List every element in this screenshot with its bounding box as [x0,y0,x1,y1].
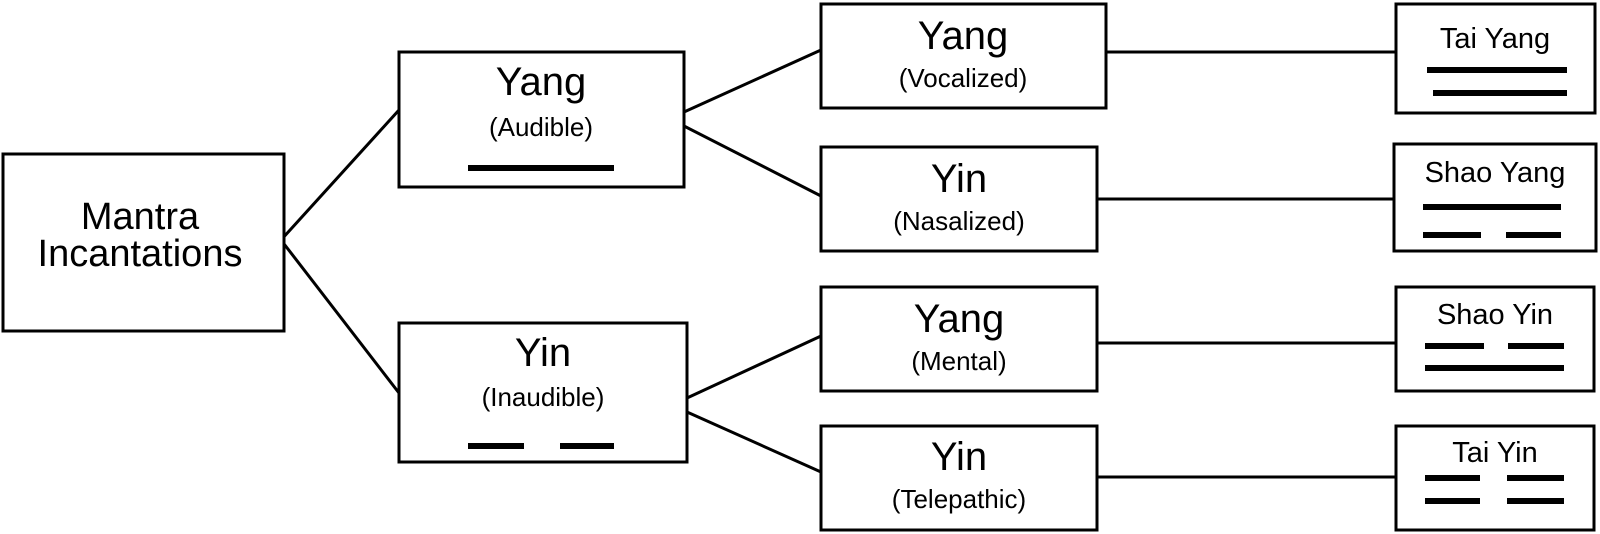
node-yang-vocalized: Yang (Vocalized) [819,2,1108,110]
leaf-tai-yang: Tai Yang [1394,2,1597,115]
connector-inaudible-to-mental [686,334,822,400]
leaf-tai-yin-label: Tai Yin [1452,437,1537,469]
node-yang-mental: Yang (Mental) [819,285,1099,393]
node-yang-audible-title: Yang [496,60,586,104]
connector-audible-to-vocalized [683,48,822,114]
connector-audible-to-nasalized [683,124,822,198]
node-yin-inaudible: Yin (Inaudible) [397,321,689,464]
node-yin-telepathic-subtitle: (Telepathic) [892,484,1026,514]
node-yin-inaudible-subtitle: (Inaudible) [482,382,605,412]
connector-inaudible-to-telepathic [686,410,822,474]
leaf-tai-yang-box [1394,2,1597,115]
root-node: Mantra Incantations [1,152,286,333]
node-yin-nasalized: Yin (Nasalized) [819,145,1099,253]
connectors [279,48,1396,479]
leaf-shao-yang-label: Shao Yang [1425,157,1566,189]
node-yang-audible-box [397,50,686,189]
root-label-line1: Mantra [81,196,200,238]
node-yang-mental-title: Yang [914,297,1004,341]
node-yin-nasalized-title: Yin [931,157,987,201]
node-yin-telepathic: Yin (Telepathic) [819,424,1099,532]
connector-root-to-yin-inaudible [279,239,401,394]
node-yang-vocalized-subtitle: (Vocalized) [899,63,1028,93]
leaf-tai-yang-label: Tai Yang [1440,23,1550,55]
leaf-shao-yin-box [1394,285,1596,393]
leaf-shao-yin: Shao Yin [1394,285,1596,393]
node-yin-inaudible-box [397,321,689,464]
leaf-shao-yin-label: Shao Yin [1437,299,1553,331]
node-yang-mental-subtitle: (Mental) [911,346,1006,376]
leaf-shao-yang: Shao Yang [1392,142,1598,253]
node-yin-telepathic-title: Yin [931,435,987,479]
connector-root-to-yang-audible [279,108,401,242]
root-label-line2: Incantations [38,233,243,275]
node-yang-mental-box [819,285,1099,393]
root-box [1,152,286,333]
leaf-tai-yin: Tai Yin [1394,424,1596,532]
node-yang-vocalized-title: Yang [918,14,1008,58]
node-yang-audible-subtitle: (Audible) [489,112,593,142]
node-yang-audible: Yang (Audible) [397,50,686,189]
node-yin-telepathic-box [819,424,1099,532]
node-yin-nasalized-subtitle: (Nasalized) [893,206,1025,236]
node-yin-nasalized-box [819,145,1099,253]
node-yin-inaudible-title: Yin [515,331,571,375]
node-yang-vocalized-box [819,2,1108,110]
